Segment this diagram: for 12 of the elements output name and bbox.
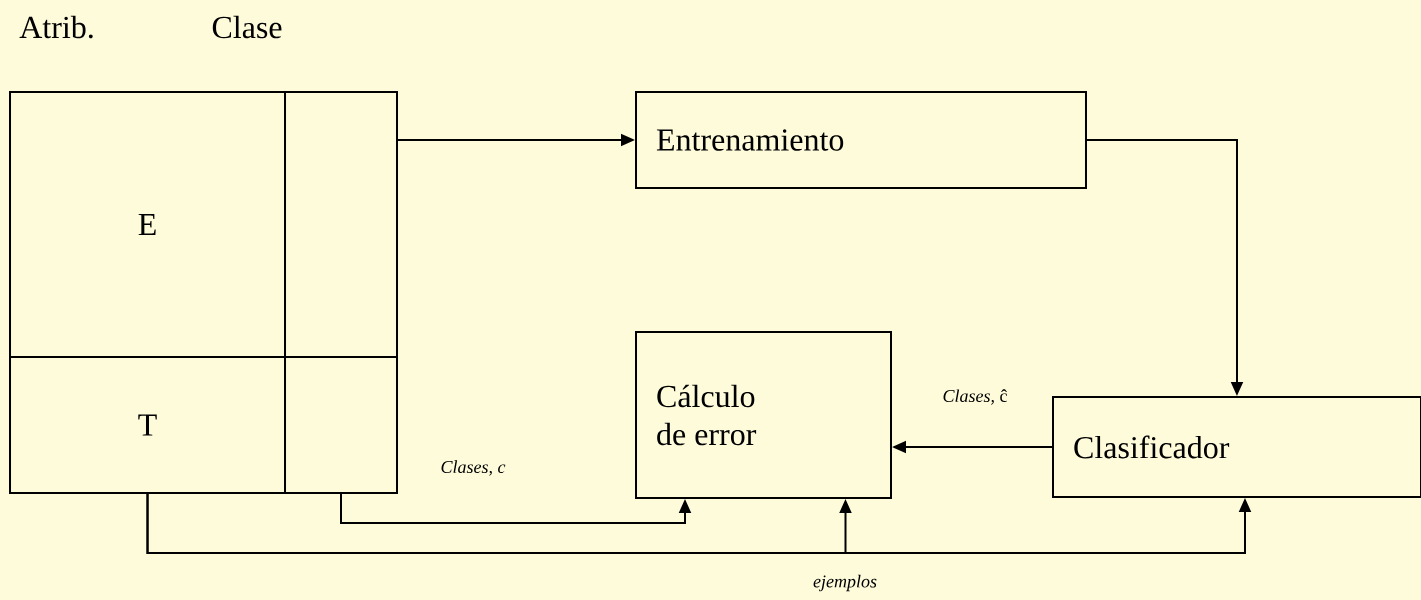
table-cell bbox=[284, 91, 398, 358]
table-cell bbox=[284, 356, 398, 494]
column-header: Atrib. bbox=[19, 15, 93, 39]
table-cell: T bbox=[9, 356, 286, 494]
edge-label: ejemplos bbox=[811, 572, 879, 594]
column-header: Clase bbox=[212, 15, 282, 39]
edge-label: Clases, c bbox=[438, 458, 508, 478]
edge-label: Clases, ĉ bbox=[940, 387, 1010, 407]
process-box: Clasificador bbox=[1052, 396, 1421, 498]
table-cell: E bbox=[9, 91, 286, 358]
process-box: Cálculo de error bbox=[635, 331, 892, 499]
process-box: Entrenamiento bbox=[635, 91, 1087, 189]
